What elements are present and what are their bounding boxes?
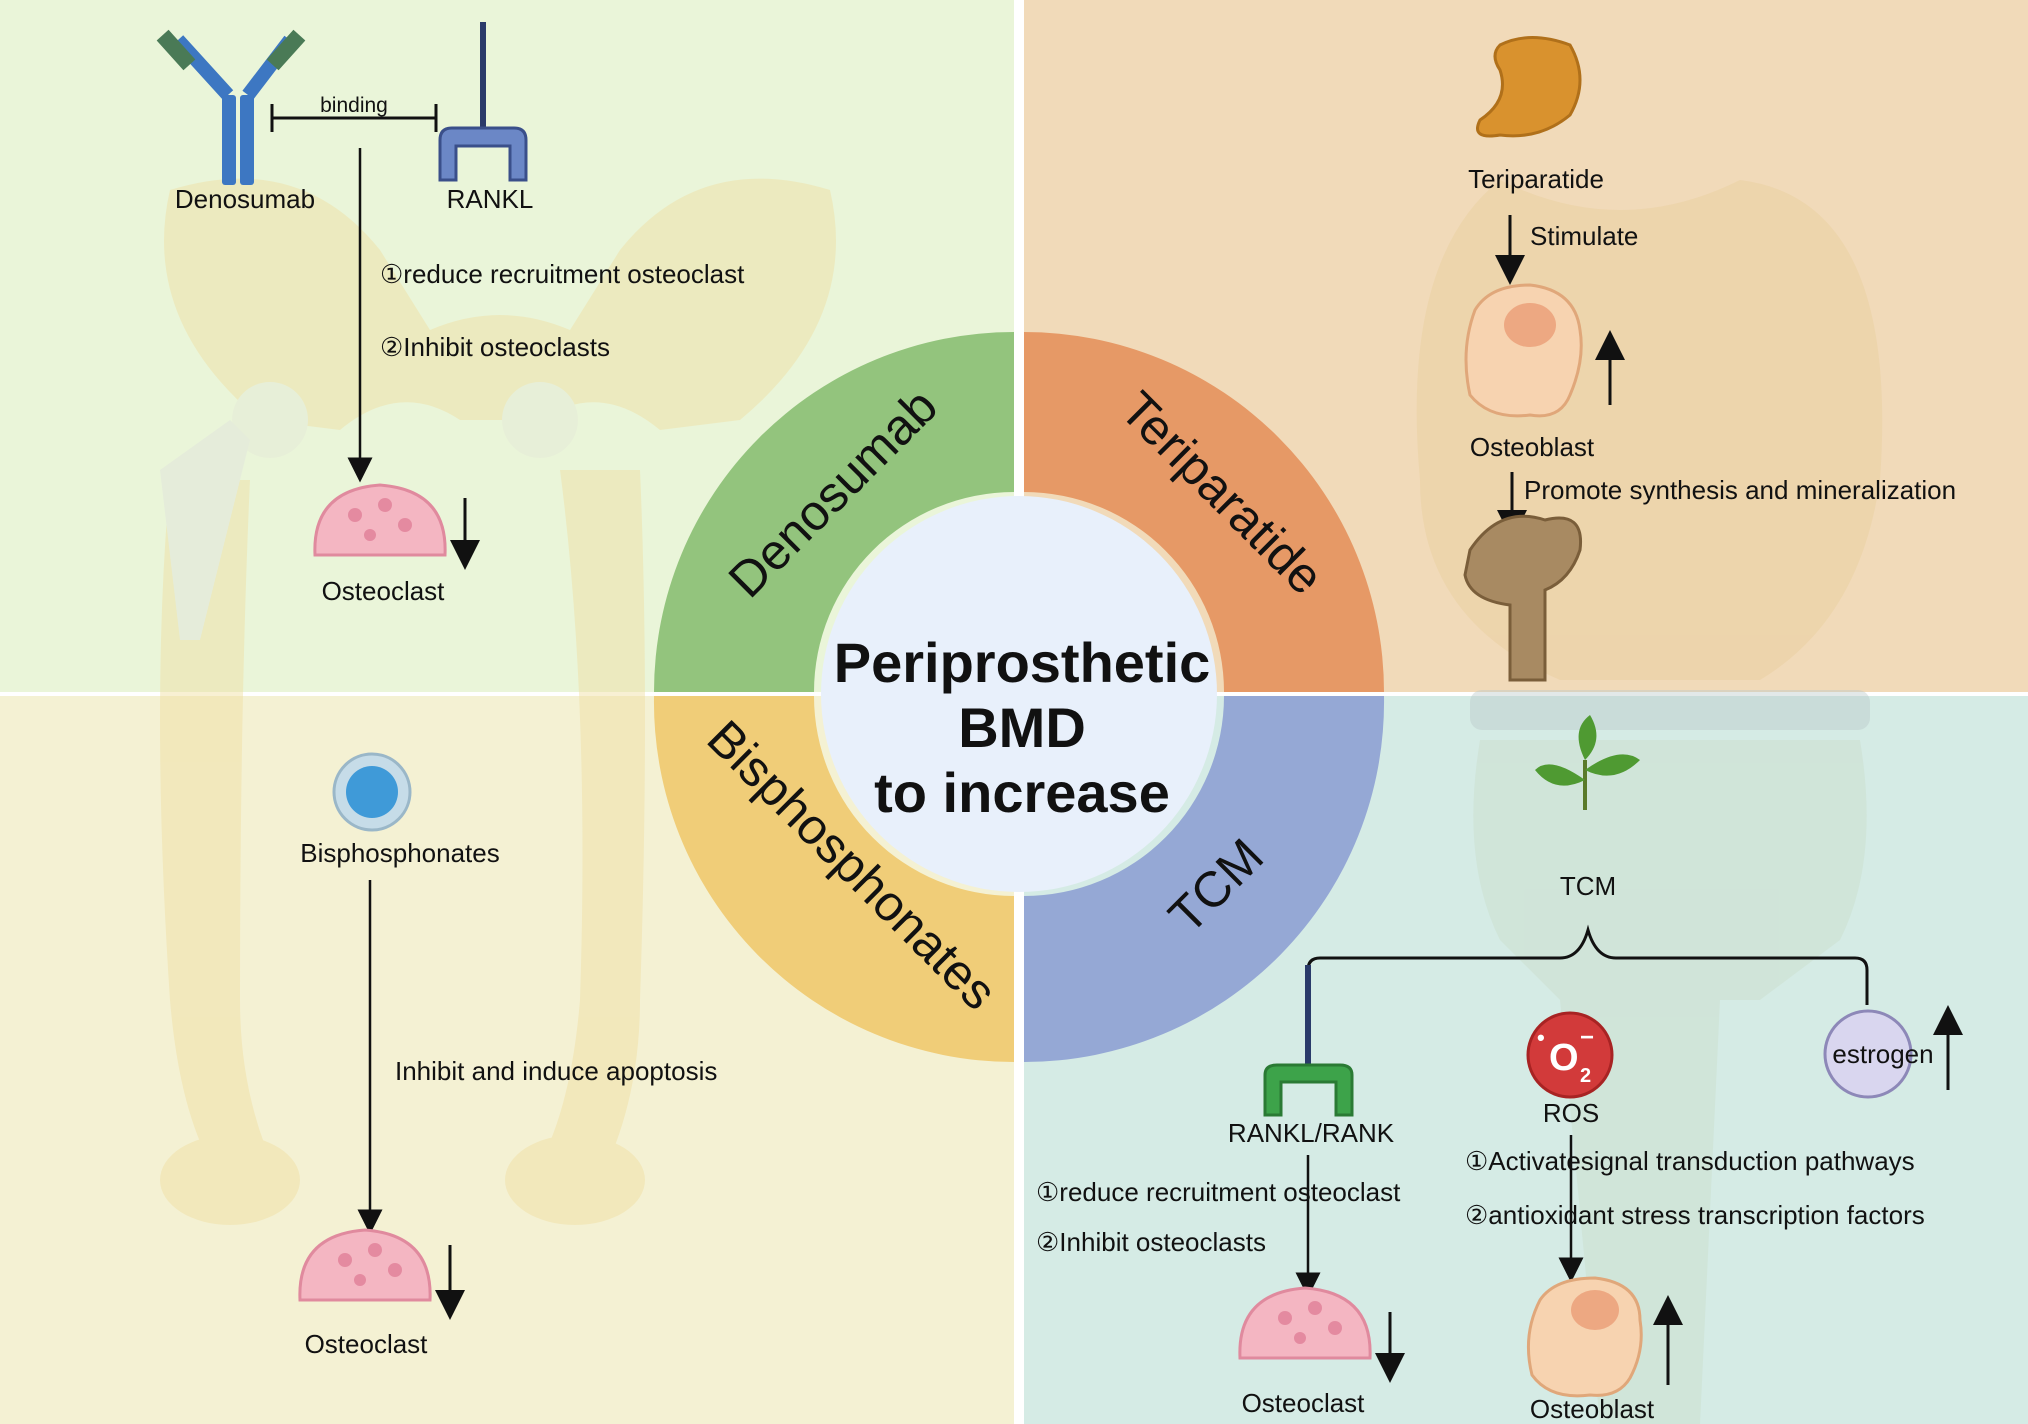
ring-segment-teriparatide [1024, 332, 1384, 692]
ring-segment-bisphosphonates [653, 696, 1014, 1062]
center-title-line3: to increase [874, 761, 1170, 824]
tcm-brace [1306, 924, 1869, 1005]
ros-effect-2: ②antioxidant stress transcription factor… [1465, 1200, 1925, 1230]
rankl-rank-label: RANKL/RANK [1228, 1118, 1395, 1148]
osteoblast-icon [1464, 283, 1583, 418]
tcm-rank-effect-1: ①reduce recruitment osteoclast [1036, 1177, 1401, 1207]
rankl-label: RANKL [447, 184, 534, 214]
estrogen-icon [1823, 1009, 1913, 1099]
ring-segment-denosumab [654, 332, 1014, 692]
denosumab-effect-2: ②Inhibit osteoclasts [380, 332, 610, 362]
ring-segment-tcm [1024, 696, 1385, 1063]
teriparatide-osteoblast-label: Osteoblast [1470, 432, 1595, 462]
center-title-line1: Periprosthetic [834, 631, 1211, 694]
ros-dot: • [1537, 1025, 1545, 1050]
osteoclast-icon [313, 483, 447, 557]
tcm-osteoclast-label: Osteoclast [1242, 1388, 1366, 1418]
ros-superscript: − [1580, 1024, 1594, 1051]
bisphosphonate-molecule-icon [332, 752, 412, 832]
parathyroid-gland-icon [1476, 36, 1582, 138]
rankl-rank-receptor-icon [1263, 965, 1354, 1117]
osteoblast-icon [1526, 1276, 1643, 1398]
tcm-label: TCM [1560, 871, 1616, 901]
denosumab-label: Denosumab [175, 184, 315, 214]
bisphosphonates-osteoclast-label: Osteoclast [305, 1329, 429, 1359]
teriparatide-synthesis-label: Promote synthesis and mineralization [1524, 475, 1956, 505]
center-title-line2: BMD [958, 696, 1086, 759]
denosumab-osteoclast-label: Osteoclast [322, 576, 446, 606]
rankl-receptor-icon [438, 22, 528, 182]
ros-icon: • O 2 − [1526, 1011, 1614, 1099]
center-circle [821, 496, 1217, 892]
ros-label: ROS [1543, 1098, 1599, 1128]
estrogen-label: estrogen [1832, 1039, 1933, 1069]
tcm-rank-effect-2: ②Inhibit osteoclasts [1036, 1227, 1266, 1257]
ros-subscript: 2 [1580, 1065, 1591, 1087]
teriparatide-label: Teriparatide [1468, 164, 1604, 194]
ros-effect-1: ①Activatesignal transduction pathways [1465, 1146, 1915, 1176]
bone-icon [1463, 514, 1583, 682]
osteoclast-icon [298, 1228, 432, 1302]
tcm-osteoblast-label: Osteoblast [1530, 1394, 1655, 1424]
denosumab-effect-1: ①reduce recruitment osteoclast [380, 259, 745, 289]
pelvis-femur-silhouette [160, 178, 836, 1225]
binding-label: binding [320, 94, 388, 117]
osteoclast-icon [1238, 1286, 1372, 1360]
bisphosphonates-label: Bisphosphonates [300, 838, 499, 868]
bisphosphonates-effect: Inhibit and induce apoptosis [395, 1056, 717, 1086]
antibody-icon [156, 29, 306, 185]
teriparatide-stimulate-label: Stimulate [1530, 221, 1638, 251]
ros-symbol: O [1549, 1037, 1579, 1079]
plant-icon [1535, 715, 1640, 810]
